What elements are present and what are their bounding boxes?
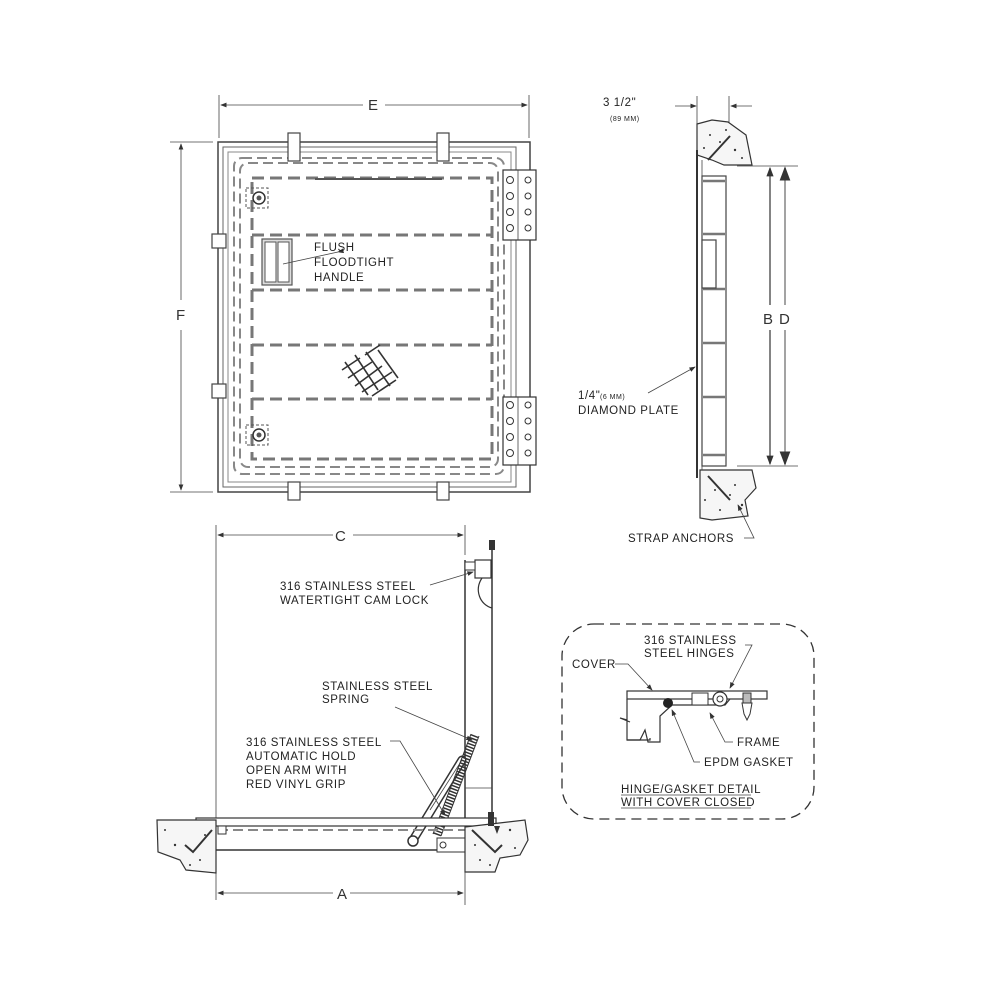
- arm-label-2: AUTOMATIC HOLD: [246, 751, 356, 763]
- depth-metric: (89 MM): [610, 116, 640, 123]
- frame-label: FRAME: [737, 737, 780, 749]
- cam-lock-label-2: WATERTIGHT CAM LOCK: [280, 595, 429, 607]
- hinge-plate-top: [502, 169, 537, 241]
- cam-lock-icon: [245, 187, 269, 209]
- hold-open-arm-icon: [407, 755, 467, 847]
- diamond-plate-label: DIAMOND PLATE: [578, 405, 679, 417]
- hinge-plate-bottom: [502, 396, 537, 466]
- dimension-b: B: [763, 311, 773, 328]
- gasket-label: EPDM GASKET: [704, 757, 794, 769]
- spring-label-1: STAINLESS STEEL: [322, 681, 433, 693]
- cam-lock-label-1: 316 STAINLESS STEEL: [280, 581, 416, 593]
- hinges-label-1: 316 STAINLESS: [644, 635, 737, 647]
- dimension-f: F: [176, 307, 185, 324]
- label-flush: FLUSH: [314, 242, 355, 254]
- label-floodtight: FLOODTIGHT: [314, 257, 394, 269]
- depth-label: 3 1/2": [603, 97, 636, 109]
- cover-label: COVER: [572, 659, 616, 671]
- detail-caption-1: HINGE/GASKET DETAIL: [621, 784, 761, 796]
- plate-metric-label: (6 MM): [600, 394, 625, 401]
- hinge-gasket-detail: [561, 623, 815, 820]
- dimension-c: C: [335, 528, 346, 545]
- spring-label-2: SPRING: [322, 694, 370, 706]
- arm-label-4: RED VINYL GRIP: [246, 779, 346, 791]
- flush-handle-icon: [261, 238, 293, 286]
- cam-lock-icon: [245, 424, 269, 446]
- label-handle: HANDLE: [314, 272, 364, 284]
- dimension-d: D: [779, 311, 790, 328]
- detail-caption-2: WITH COVER CLOSED: [621, 797, 755, 809]
- arm-label-1: 316 STAINLESS STEEL: [246, 737, 382, 749]
- hinges-label-2: STEEL HINGES: [644, 648, 735, 660]
- dimension-a: A: [337, 886, 347, 903]
- plate-size-label: 1/4": [578, 390, 600, 402]
- plan-view: [170, 95, 537, 501]
- section-view: [647, 96, 798, 539]
- elevation-view: [156, 525, 529, 905]
- diamond-plate-icon: [341, 344, 399, 397]
- strap-anchors-label: STRAP ANCHORS: [628, 533, 734, 545]
- dimension-e: E: [368, 97, 378, 114]
- arm-label-3: OPEN ARM WITH: [246, 765, 347, 777]
